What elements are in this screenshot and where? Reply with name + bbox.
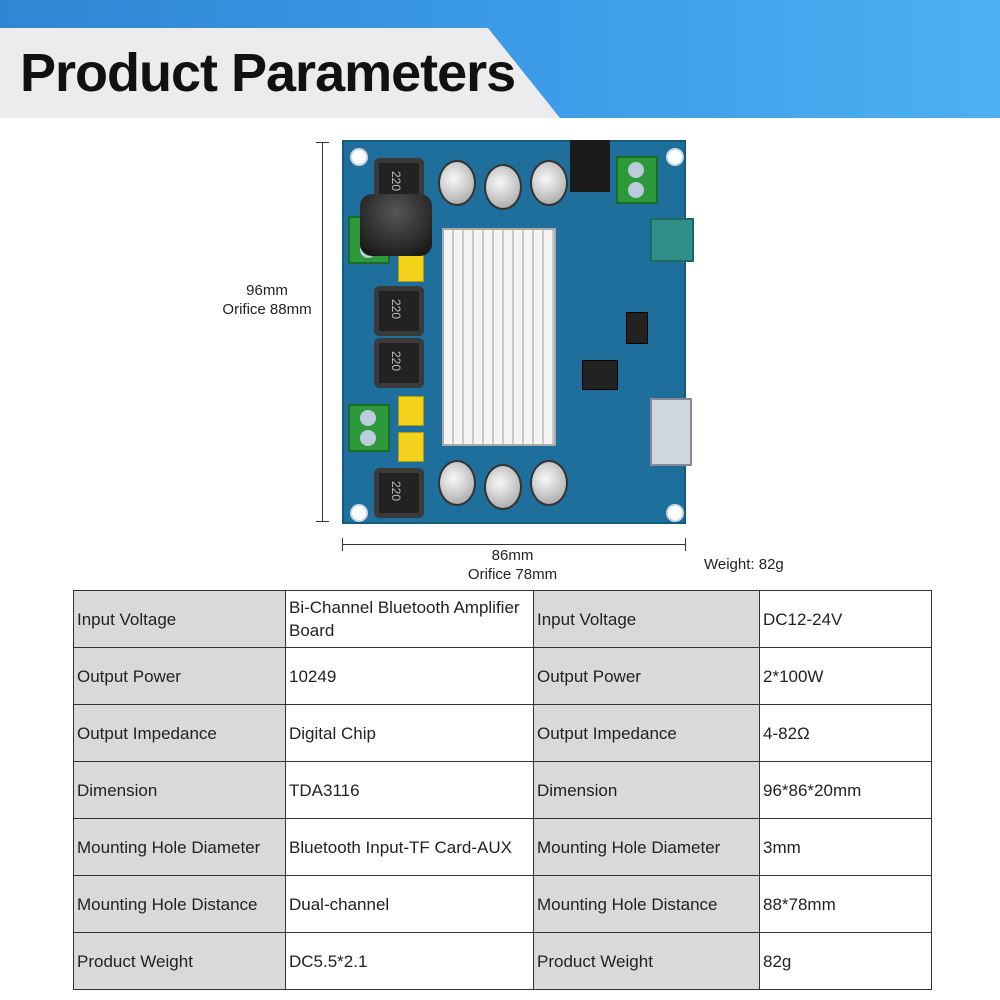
film-capacitor: [398, 432, 424, 462]
header-banner: Product Parameters: [0, 0, 1000, 118]
capacitor: [438, 460, 476, 506]
parameter-table: Input Voltage Bi-Channel Bluetooth Ampli…: [73, 590, 932, 990]
param-label: Output Power: [533, 647, 760, 705]
param-label: Dimension: [73, 761, 286, 819]
param-label: Mounting Hole Distance: [533, 875, 760, 933]
param-value: 3mm: [759, 818, 932, 876]
bluetooth-chip: [582, 360, 618, 390]
param-label: Output Impedance: [73, 704, 286, 762]
capacitor: [484, 464, 522, 510]
param-value: 2*100W: [759, 647, 932, 705]
param-label: Input Voltage: [73, 590, 286, 648]
param-label: Mounting Hole Diameter: [73, 818, 286, 876]
param-value: TDA3116: [285, 761, 534, 819]
volume-knob: [360, 194, 432, 256]
param-label: Output Power: [73, 647, 286, 705]
capacitor: [484, 164, 522, 210]
film-capacitor: [398, 252, 424, 282]
width-orifice-value: Orifice 78mm: [467, 566, 558, 583]
inductor: 220: [374, 286, 424, 336]
param-label: Input Voltage: [533, 590, 760, 648]
power-terminal: [616, 156, 658, 204]
param-label: Output Impedance: [533, 704, 760, 762]
dc-power-jack: [570, 140, 610, 192]
table-row: Output Power 10249 Output Power 2*100W: [73, 647, 932, 705]
height-value: 96mm: [246, 282, 288, 299]
param-value: 4-82Ω: [759, 704, 932, 762]
param-value: Bi-Channel Bluetooth Amplifier Board: [285, 590, 534, 648]
heatsink: [442, 228, 556, 446]
width-value: 86mm: [491, 547, 534, 564]
height-dimension-line: [316, 142, 329, 522]
inductor: 220: [374, 468, 424, 518]
mounting-hole: [350, 504, 368, 522]
height-orifice-value: Orifice 88mm: [222, 301, 312, 318]
param-label: Product Weight: [533, 932, 760, 990]
capacitor: [530, 460, 568, 506]
film-capacitor: [398, 396, 424, 426]
capacitor: [530, 160, 568, 206]
param-value: 82g: [759, 932, 932, 990]
param-value: DC5.5*2.1: [285, 932, 534, 990]
table-row: Output Impedance Digital Chip Output Imp…: [73, 704, 932, 762]
banner-grey-tab: [0, 28, 560, 118]
table-row: Mounting Hole Diameter Bluetooth Input-T…: [73, 818, 932, 876]
capacitor: [438, 160, 476, 206]
height-dimension-label: 96mm Orifice 88mm: [212, 281, 322, 319]
right-speaker-terminal: [348, 404, 390, 452]
volume-potentiometer: [650, 218, 694, 262]
param-value: Bluetooth Input-TF Card-AUX: [285, 818, 534, 876]
param-label: Mounting Hole Distance: [73, 875, 286, 933]
param-value: 10249: [285, 647, 534, 705]
table-row: Input Voltage Bi-Channel Bluetooth Ampli…: [73, 590, 932, 648]
width-dimension-line: [342, 538, 686, 551]
mounting-hole: [666, 148, 684, 166]
param-label: Product Weight: [73, 932, 286, 990]
param-value: DC12-24V: [759, 590, 932, 648]
param-label: Mounting Hole Diameter: [533, 818, 760, 876]
param-value: Digital Chip: [285, 704, 534, 762]
width-dimension-label: 86mm Orifice 78mm: [440, 546, 585, 584]
param-value: 88*78mm: [759, 875, 932, 933]
mounting-hole: [350, 148, 368, 166]
param-value: 96*86*20mm: [759, 761, 932, 819]
inductor: 220: [374, 338, 424, 388]
table-row: Dimension TDA3116 Dimension 96*86*20mm: [73, 761, 932, 819]
page-title: Product Parameters: [20, 43, 516, 103]
weight-label: Weight: 82g: [704, 556, 784, 573]
table-row: Mounting Hole Distance Dual-channel Moun…: [73, 875, 932, 933]
aux-jack: [626, 312, 648, 344]
param-value: Dual-channel: [285, 875, 534, 933]
usb-port: [650, 398, 692, 466]
table-row: Product Weight DC5.5*2.1 Product Weight …: [73, 932, 932, 990]
mounting-hole: [666, 504, 684, 522]
param-label: Dimension: [533, 761, 760, 819]
